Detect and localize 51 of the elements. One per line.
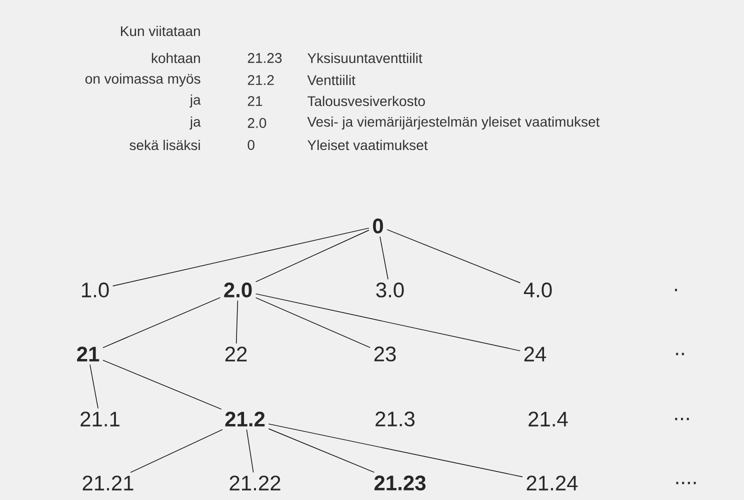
connector-line xyxy=(386,229,521,284)
row-label: on voimassa myös xyxy=(85,73,200,87)
tree-node-label: 21.3 xyxy=(376,412,415,426)
connector-line xyxy=(268,424,523,478)
tree-node-label: . xyxy=(675,288,677,292)
tree-node-label: ... xyxy=(675,418,689,420)
section-number: 21.2 xyxy=(248,75,274,85)
connector-line xyxy=(255,297,370,348)
tree-node-label: 21.4 xyxy=(528,412,568,426)
tree-node-label: 21.23 xyxy=(374,476,426,490)
tree-node-label: .. xyxy=(676,352,684,356)
tree-node-label: 21.21 xyxy=(82,476,134,490)
tree-node-label: 21.1 xyxy=(80,412,120,426)
tree-node-label: 21.2 xyxy=(225,412,265,426)
tree-node-label: 4.0 xyxy=(524,282,552,298)
tree-node-label: 24 xyxy=(524,346,546,362)
connector-line xyxy=(255,293,520,352)
tree-node-label: 21 xyxy=(77,346,100,362)
row-label: kohtaan xyxy=(152,52,200,64)
connector-line xyxy=(112,228,370,286)
section-title: Vesi- ja viemärijärjestelmän yleiset vaatimukset xyxy=(307,116,600,130)
connector-line xyxy=(268,428,375,473)
section-number: 21 xyxy=(248,96,262,106)
section-number: 0 xyxy=(248,140,254,150)
section-title: Talousvesiverkosto xyxy=(308,96,425,106)
connector-line xyxy=(130,429,223,473)
connector-line xyxy=(102,297,221,348)
tree-node-label: 3.0 xyxy=(376,282,404,298)
connector-line xyxy=(380,236,388,280)
tree-node-label: 23 xyxy=(374,346,396,362)
tree-node-label: 21.22 xyxy=(230,476,280,490)
section-number: 2.0 xyxy=(248,118,266,128)
connector-line xyxy=(236,300,238,344)
row-label: ja xyxy=(190,94,201,108)
connector-line xyxy=(90,364,98,409)
section-number: 21.23 xyxy=(248,53,282,63)
connector-line xyxy=(102,360,222,410)
connector-line xyxy=(255,230,370,282)
row-label: ja xyxy=(190,116,201,130)
tree-node-label: 22 xyxy=(225,346,247,362)
tree-node-label: 0 xyxy=(373,218,383,234)
tree-node-label: 2.0 xyxy=(224,282,252,298)
row-label: Kun viitataan xyxy=(121,26,200,36)
tree-node-label: 21.24 xyxy=(526,476,578,490)
section-title: Yleiset vaatimukset xyxy=(308,140,428,150)
section-title: Venttiilit xyxy=(307,74,356,86)
row-label: sekä lisäksi xyxy=(130,140,200,150)
section-title: Yksisuuntaventtiilit xyxy=(308,52,422,64)
tree-node-label: 1.0 xyxy=(82,282,109,298)
connector-line xyxy=(246,429,254,473)
tree-node-label: .... xyxy=(676,482,696,484)
